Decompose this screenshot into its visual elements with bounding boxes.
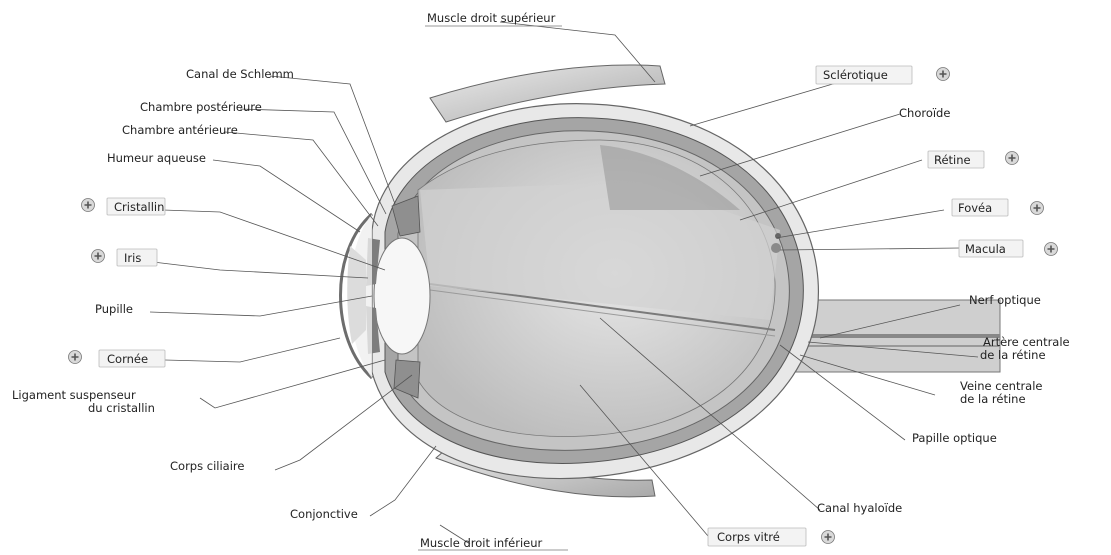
label-veine-line1: Veine centrale	[960, 379, 1043, 393]
macula-mark	[771, 243, 781, 253]
fovea-label-group[interactable]: Fovéa	[952, 199, 1044, 216]
label-iris: Iris	[124, 251, 141, 265]
label-corps-vitre: Corps vitré	[717, 530, 780, 544]
chambre-anterieure-shape	[347, 246, 366, 344]
label-papille-optique: Papille optique	[912, 431, 997, 445]
plus-icon[interactable]	[1006, 152, 1019, 165]
plus-icon[interactable]	[822, 531, 835, 544]
corps-vitre-label-group[interactable]: Corps vitré	[708, 528, 835, 546]
eye-illustration	[341, 65, 1001, 497]
label-nerf-optique: Nerf optique	[969, 293, 1041, 307]
iris-label-group[interactable]: Iris	[92, 249, 158, 266]
label-conjonctive: Conjonctive	[290, 507, 358, 521]
fovea-mark	[775, 233, 781, 239]
label-chambre-posterieure: Chambre postérieure	[140, 100, 262, 114]
cornee-label-group[interactable]: Cornée	[69, 350, 166, 367]
label-cristallin: Cristallin	[114, 200, 164, 214]
label-ligament-line1: Ligament suspenseur	[12, 388, 136, 402]
label-sclerotique: Sclérotique	[823, 68, 888, 82]
macula-label-group[interactable]: Macula	[959, 240, 1058, 257]
label-fovea: Fovéa	[958, 201, 992, 215]
cristallin-label-group[interactable]: Cristallin	[82, 198, 166, 215]
label-retine: Rétine	[934, 153, 971, 167]
label-ligament-line2: du cristallin	[88, 401, 155, 415]
label-canal-schlemm: Canal de Schlemm	[186, 67, 294, 81]
label-muscle-droit-superieur: Muscle droit supérieur	[427, 11, 556, 25]
plus-icon[interactable]	[82, 199, 95, 212]
label-cornee: Cornée	[107, 352, 148, 366]
label-chambre-anterieure: Chambre antérieure	[122, 123, 238, 137]
plus-icon[interactable]	[937, 68, 950, 81]
label-muscle-droit-inferieur: Muscle droit inférieur	[420, 536, 543, 550]
label-artere-line2: de la rétine	[980, 348, 1046, 362]
plus-icon[interactable]	[69, 351, 82, 364]
plus-icon[interactable]	[1031, 202, 1044, 215]
label-macula: Macula	[965, 242, 1006, 256]
label-corps-ciliaire: Corps ciliaire	[170, 459, 244, 473]
plus-icon[interactable]	[92, 250, 105, 263]
plus-icon[interactable]	[1045, 243, 1058, 256]
sclerotique-label-group[interactable]: Sclérotique	[816, 66, 950, 84]
label-artere-line1: Artère centrale	[983, 335, 1070, 349]
label-humeur-aqueuse: Humeur aqueuse	[107, 151, 206, 165]
cristallin-shape	[374, 238, 430, 354]
label-pupille: Pupille	[95, 302, 133, 316]
label-choroide: Choroïde	[899, 106, 950, 120]
label-veine-line2: de la rétine	[960, 392, 1026, 406]
label-canal-hyaloide: Canal hyaloïde	[817, 501, 902, 515]
retine-label-group[interactable]: Rétine	[928, 151, 1019, 168]
